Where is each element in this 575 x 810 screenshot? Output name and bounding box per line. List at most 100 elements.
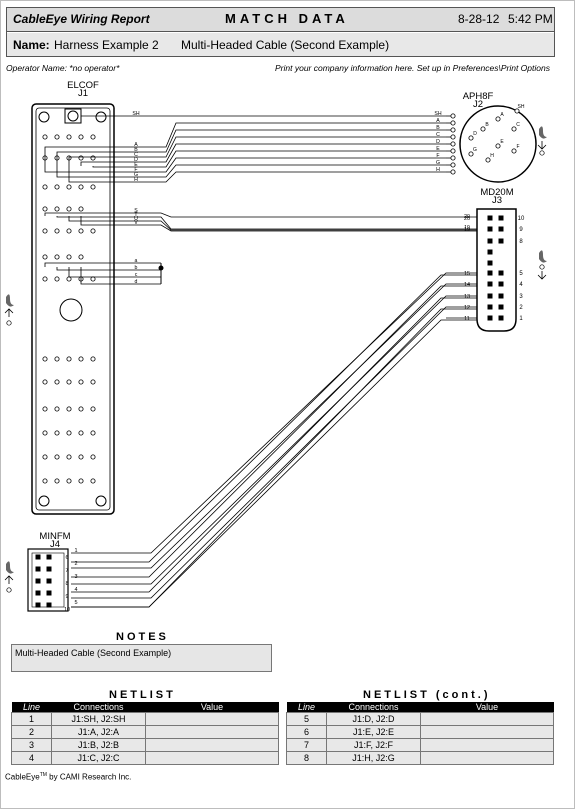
- j3-pin-label: 1: [519, 316, 523, 322]
- j1-pin: [78, 406, 84, 412]
- operator-name: Operator Name: *no operator*: [6, 63, 120, 73]
- j1-pin: [66, 276, 72, 282]
- j1-pin: [54, 184, 60, 190]
- j4-pin: [35, 578, 41, 584]
- j3-type-label: MD20M: [480, 187, 514, 198]
- wire-j1-j3: [44, 212, 477, 218]
- netlist-value: [420, 725, 554, 739]
- j3-pin: [487, 226, 493, 232]
- j2-grip-icon: [537, 126, 547, 156]
- netlist-line: 5: [286, 712, 327, 726]
- j4-type-label: MINFM: [39, 531, 71, 542]
- netlist-row: 2 J1:A, J2:A: [11, 725, 279, 739]
- j4-wire-label: 6: [65, 555, 68, 561]
- j2-pin: [495, 116, 501, 122]
- netlist-row: 5 J1:D, J2:D: [286, 712, 554, 726]
- netlist-line: 6: [286, 725, 327, 739]
- wire-label-left: T: [134, 212, 138, 218]
- wire-bus: [44, 262, 161, 267]
- j3-ref-label: J3: [491, 195, 503, 206]
- netlist-connections: J1:E, J2:E: [326, 725, 421, 739]
- col-connections: Connections: [51, 702, 146, 713]
- report-time: 5:42 PM: [508, 12, 553, 26]
- j4-wire-label: 3: [74, 574, 77, 580]
- wire-label-left: S: [134, 208, 138, 214]
- wire-label-right: F: [436, 153, 439, 159]
- wire-end-pin: [450, 113, 456, 119]
- harness-description: Multi-Headed Cable (Second Example): [181, 38, 390, 52]
- j3-pin-label: 2: [519, 305, 523, 311]
- wire-j1-j2: [68, 136, 446, 166]
- j3-pin-label: 12: [464, 305, 470, 311]
- connector-shapes: [4, 103, 547, 612]
- netlist-row: 4 J1:C, J2:C: [11, 751, 279, 765]
- print-company-info: Print your company information here. Set…: [275, 63, 550, 73]
- j1-pin: [54, 228, 60, 234]
- j1-pin: [42, 406, 48, 412]
- j4-pin: [35, 590, 41, 596]
- j1-pin: [90, 184, 96, 190]
- j1-pin: [54, 430, 60, 436]
- netlist-row: 1 J1:SH, J2:SH: [11, 712, 279, 726]
- j4-pin: [46, 578, 52, 584]
- j1-pin: [42, 134, 48, 140]
- report-header: CableEye Wiring Report MATCH DATA 8-28-1…: [6, 7, 555, 57]
- wire-j1-j2: [44, 122, 446, 166]
- netlist-cont-table: Line Connections Value 5 J1:D, J2:D 6 J1…: [286, 702, 554, 765]
- wire-j3-j4: [71, 272, 477, 554]
- j4-wire-label: 2: [74, 561, 77, 567]
- j1-pin: [78, 356, 84, 362]
- wire-label-left: F: [134, 167, 137, 173]
- j2-ref-label: J2: [472, 99, 484, 110]
- j1-pin: [54, 356, 60, 362]
- j2-pin-label: E: [500, 139, 504, 145]
- j1-pin: [54, 254, 60, 260]
- j1-pin: [78, 228, 84, 234]
- j1-pin: [42, 206, 48, 212]
- j1-pin: [54, 454, 60, 460]
- j4-pin: [46, 602, 52, 608]
- j1-pin: [90, 379, 96, 385]
- j3-pin: [487, 293, 493, 299]
- j3-pin: [498, 270, 504, 276]
- j1-pin: [42, 254, 48, 260]
- j1-pin: [78, 379, 84, 385]
- wire-label-left: B: [134, 147, 138, 153]
- j3-pin: [487, 281, 493, 287]
- j1-pin: [54, 134, 60, 140]
- wire-label-left: G: [134, 172, 138, 178]
- j2-pin: [514, 108, 520, 114]
- j1-pin: [54, 206, 60, 212]
- j3-pin-label: 14: [464, 282, 470, 288]
- j1-mount-hole: [95, 111, 107, 123]
- wire-label-left: c: [135, 272, 138, 278]
- j1-pin: [66, 478, 72, 484]
- j4-wire-label: 1: [74, 548, 77, 554]
- j1-pin: [66, 134, 72, 140]
- j3-connector-body: [476, 208, 517, 332]
- netlist-connections: J1:C, J2:C: [51, 751, 146, 765]
- netlist-header-row: Line Connections Value: [286, 702, 554, 713]
- wire-label-left: U: [134, 216, 138, 222]
- wire-j3-j4: [71, 285, 477, 578]
- wire-bus: [56, 267, 161, 271]
- j3-pin-label: 8: [519, 239, 523, 245]
- j3-pin-label: 19: [464, 227, 470, 233]
- wire-label-left: C: [134, 152, 138, 158]
- j2-pin: [468, 151, 474, 157]
- wire-label-right: E: [436, 146, 440, 152]
- netlist-value: [145, 751, 279, 765]
- j2-pin: [495, 143, 501, 149]
- j1-pin: [78, 478, 84, 484]
- j4-pin: [35, 566, 41, 572]
- j1-pin: [78, 454, 84, 460]
- netlist-value: [420, 751, 554, 765]
- wire-j1-j2: [80, 143, 446, 166]
- j3-pin: [498, 304, 504, 310]
- j1-pin: [78, 430, 84, 436]
- col-value: Value: [145, 702, 279, 713]
- wire-label-left: V: [134, 220, 138, 226]
- header-title-row: CableEye Wiring Report MATCH DATA 8-28-1…: [7, 8, 554, 32]
- footer-by: by CAMI Research Inc.: [46, 772, 132, 782]
- j3-pin: [487, 270, 493, 276]
